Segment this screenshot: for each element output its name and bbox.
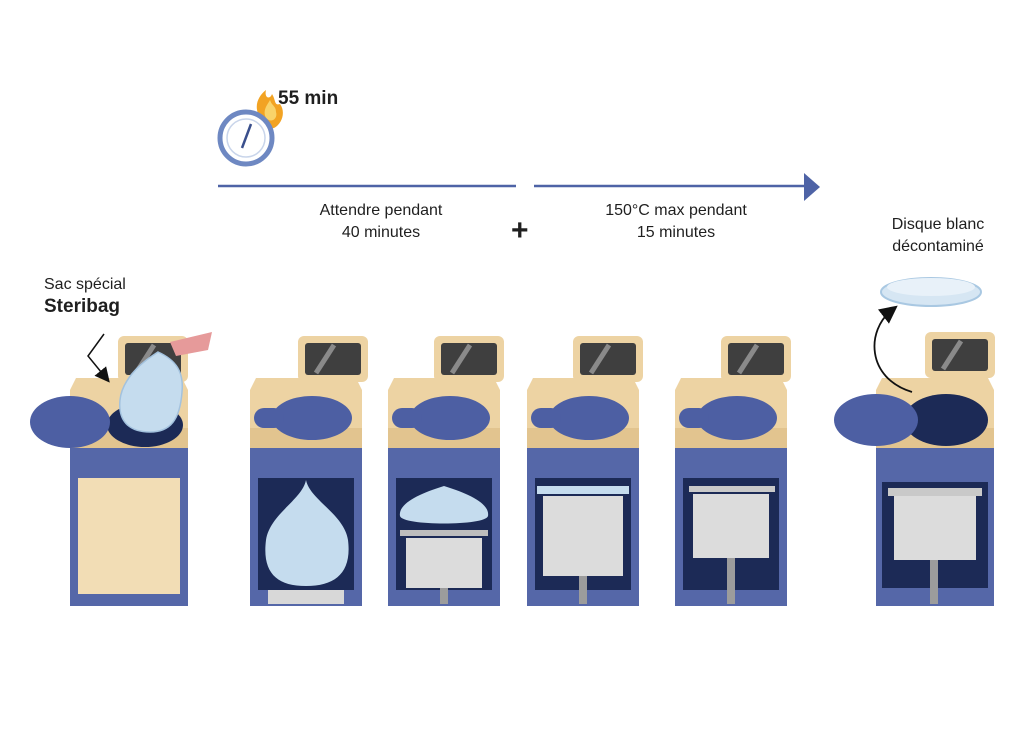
press-plate: [689, 486, 775, 492]
machine-6: [834, 277, 995, 606]
bag-compressed-icon: [399, 486, 489, 524]
machine6-open-lid: [834, 394, 918, 446]
lid-disc: [272, 396, 352, 440]
machine-4: [527, 336, 643, 606]
white-disc-top: [887, 278, 975, 296]
machine-3: [388, 336, 504, 606]
phase1-line1: Attendre pendant: [319, 202, 443, 219]
phase2-label: 150°C max pendant 15 minutes: [571, 200, 781, 244]
machine1-door: [78, 478, 180, 594]
bag-label: Sac spécial Steribag: [44, 274, 204, 318]
machine-2: [250, 336, 368, 606]
bag-pointer-arrow: [87, 333, 110, 383]
clock-hand: [240, 123, 253, 149]
bag-full-icon: [265, 480, 349, 586]
result-label: Disque blanc décontaminé: [858, 214, 1018, 258]
piston-rod: [579, 576, 587, 604]
piston-base: [268, 590, 344, 604]
press-plate: [888, 488, 982, 496]
lid-disc: [697, 396, 777, 440]
bag-line2: Steribag: [44, 296, 121, 317]
plus-sign: +: [511, 214, 529, 247]
phase2-line2: 15 minutes: [636, 224, 716, 241]
bag-flat-icon: [537, 486, 629, 494]
lid-handle: [254, 408, 284, 428]
phase2-line1: 150°C max pendant: [605, 202, 747, 219]
machine6-opening: [904, 394, 988, 446]
screen-glare: [736, 343, 760, 375]
phase1-label: Attendre pendant 40 minutes: [281, 200, 481, 244]
piston-rod: [930, 560, 938, 604]
lid-handle: [392, 408, 422, 428]
piston-block: [543, 496, 623, 576]
eject-arrow: [873, 305, 913, 393]
result-line2: décontaminé: [892, 238, 984, 255]
machine-1: [30, 332, 212, 606]
machine1-open-lid: [30, 396, 110, 448]
screen-glare: [588, 343, 612, 375]
clock-dial: [226, 118, 266, 158]
piston-rod: [727, 558, 735, 604]
piston-block: [406, 538, 482, 588]
bag-label-tag: [170, 332, 212, 356]
piston-rod: [440, 588, 448, 604]
screen-glare: [449, 343, 473, 375]
lid-handle: [531, 408, 561, 428]
piston-block: [894, 496, 976, 560]
machine-5: [675, 336, 791, 606]
press-plate: [400, 530, 488, 536]
screen-glare: [313, 343, 337, 375]
screen-glare: [940, 339, 964, 371]
lid-disc: [549, 396, 629, 440]
result-line1: Disque blanc: [891, 216, 985, 233]
piston-block: [693, 494, 769, 558]
timer-label: 55 min: [278, 88, 339, 109]
steribag-icon: [119, 351, 184, 433]
bag-line1: Sac spécial: [44, 276, 126, 293]
flame-inner-icon: [264, 100, 277, 121]
lid-disc: [410, 396, 490, 440]
timeline-arrowhead-icon: [804, 173, 820, 201]
lid-handle: [679, 408, 709, 428]
phase1-line2: 40 minutes: [341, 224, 421, 241]
